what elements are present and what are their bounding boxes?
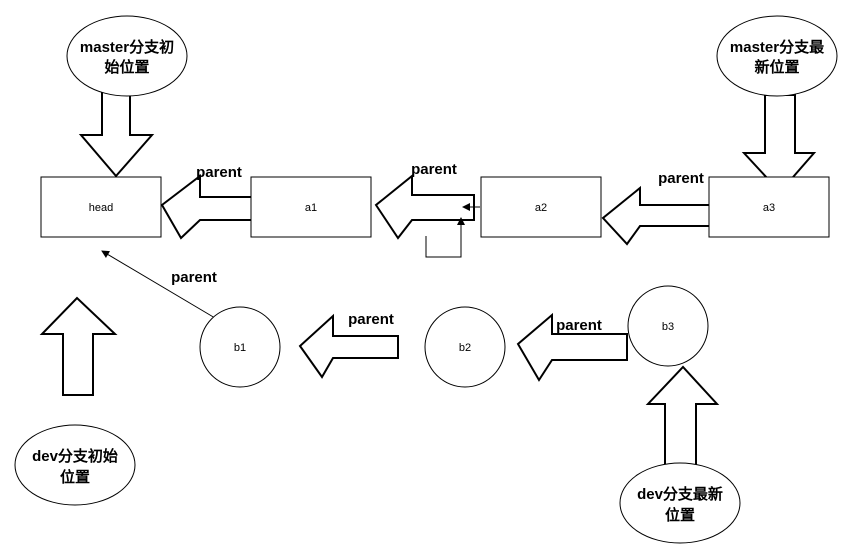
edge-label-b2-b1: parent <box>348 311 394 328</box>
callout-dev-init-line2: 位置 <box>60 468 90 486</box>
self-loop-connector <box>425 217 465 258</box>
edge-label-a2-a1: parent <box>411 161 457 178</box>
label-b1: b1 <box>234 342 246 354</box>
arrow-a1-to-head <box>160 173 261 240</box>
node-a2 <box>480 176 602 238</box>
label-a3: a3 <box>763 202 775 214</box>
callout-master-latest-line1: master分支最 <box>730 38 825 56</box>
label-b3: b3 <box>662 321 674 333</box>
callout-master-init <box>66 15 188 97</box>
arrow-dev-init-up <box>39 296 118 396</box>
callout-dev-latest-line1: dev分支最新 <box>637 485 723 503</box>
callout-dev-latest <box>619 462 741 544</box>
node-b1 <box>199 306 281 388</box>
node-b2 <box>424 306 506 388</box>
node-head <box>40 176 162 238</box>
callout-master-init-line2: 始位置 <box>104 58 149 76</box>
arrow-a3-to-a2 <box>601 185 713 246</box>
edge-label-b1-head: parent <box>171 269 217 286</box>
callout-dev-init-line1: dev分支初始 <box>32 447 118 465</box>
node-a3 <box>708 176 830 238</box>
node-a1 <box>250 176 372 238</box>
edge-label-a3-a2: parent <box>658 170 704 187</box>
edge-label-b3-b2: parent <box>556 317 602 334</box>
label-head: head <box>89 202 113 214</box>
node-b3 <box>627 285 709 367</box>
arrow-master-latest-down <box>741 94 817 194</box>
arrow-a2-to-a1 <box>374 173 475 240</box>
arrow-dev-latest-up <box>645 365 720 466</box>
arrow-b1-to-head <box>101 250 216 319</box>
label-a2: a2 <box>535 202 547 214</box>
callout-dev-init <box>14 424 136 506</box>
arrow-b3-to-b2 <box>516 312 628 382</box>
callout-dev-latest-line2: 位置 <box>665 506 695 524</box>
callout-master-latest <box>716 15 838 97</box>
label-a1: a1 <box>305 202 317 214</box>
edge-label-a1-head: parent <box>196 164 242 181</box>
arrow-b2-to-b1 <box>298 313 399 379</box>
callout-master-init-line1: master分支初 <box>80 38 174 56</box>
callout-master-latest-line2: 新位置 <box>754 58 799 76</box>
label-b2: b2 <box>459 342 471 354</box>
